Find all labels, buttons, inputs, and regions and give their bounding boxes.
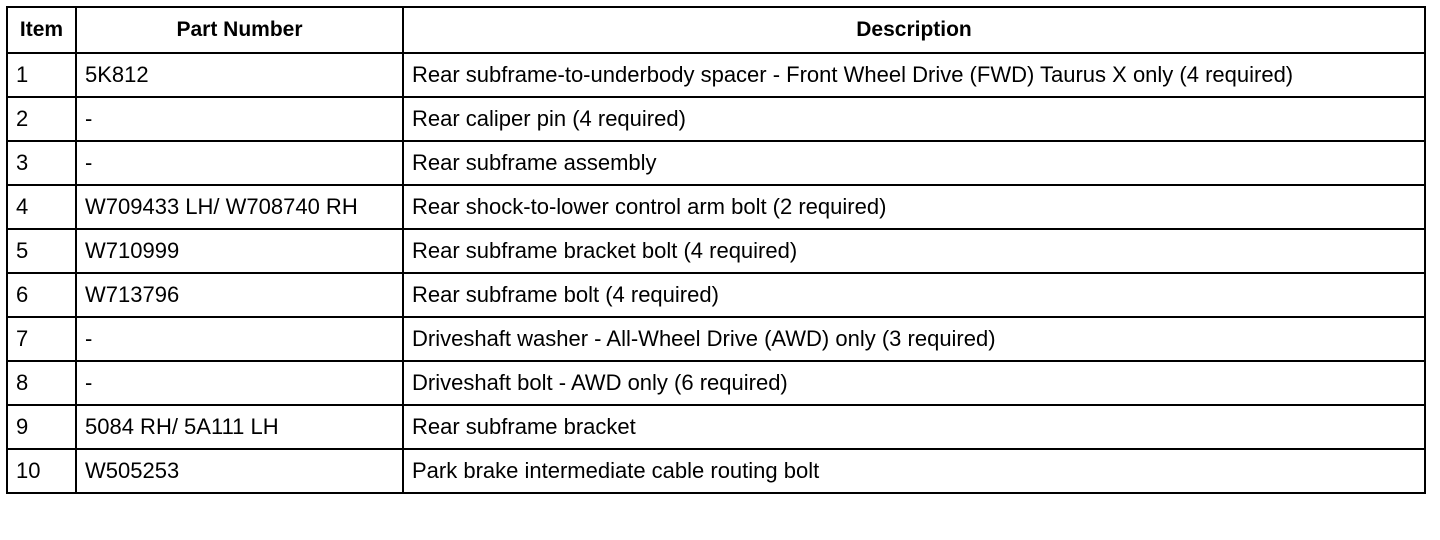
description-cell: Driveshaft washer - All-Wheel Drive (AWD… xyxy=(402,316,1426,362)
part-number-cell: - xyxy=(75,360,404,406)
item-cell: 9 xyxy=(6,404,77,450)
part-number-cell: 5K812 xyxy=(75,52,404,98)
table-row: 3 - Rear subframe assembly xyxy=(6,140,1426,186)
item-cell: 10 xyxy=(6,448,77,494)
item-cell: 1 xyxy=(6,52,77,98)
part-number-cell: W713796 xyxy=(75,272,404,318)
column-header-item: Item xyxy=(6,6,77,54)
header-row: Item Part Number Description xyxy=(6,6,1426,54)
description-cell: Rear subframe bolt (4 required) xyxy=(402,272,1426,318)
column-header-part-number: Part Number xyxy=(75,6,404,54)
part-number-cell: W710999 xyxy=(75,228,404,274)
part-number-cell: 5084 RH/ 5A111 LH xyxy=(75,404,404,450)
table-row: 1 5K812 Rear subframe-to-underbody space… xyxy=(6,52,1426,98)
part-number-cell: - xyxy=(75,140,404,186)
item-cell: 8 xyxy=(6,360,77,406)
table-row: 2 - Rear caliper pin (4 required) xyxy=(6,96,1426,142)
table-row: 9 5084 RH/ 5A111 LH Rear subframe bracke… xyxy=(6,404,1426,450)
part-number-cell: - xyxy=(75,316,404,362)
item-cell: 3 xyxy=(6,140,77,186)
description-cell: Rear subframe-to-underbody spacer - Fron… xyxy=(402,52,1426,98)
item-cell: 7 xyxy=(6,316,77,362)
description-cell: Rear subframe bracket xyxy=(402,404,1426,450)
table-row: 4 W709433 LH/ W708740 RH Rear shock-to-l… xyxy=(6,184,1426,230)
part-number-cell: W505253 xyxy=(75,448,404,494)
description-cell: Rear caliper pin (4 required) xyxy=(402,96,1426,142)
table-row: 5 W710999 Rear subframe bracket bolt (4 … xyxy=(6,228,1426,274)
table-row: 6 W713796 Rear subframe bolt (4 required… xyxy=(6,272,1426,318)
parts-table: Item Part Number Description 1 5K812 Rea… xyxy=(6,6,1426,494)
description-cell: Park brake intermediate cable routing bo… xyxy=(402,448,1426,494)
table-row: 7 - Driveshaft washer - All-Wheel Drive … xyxy=(6,316,1426,362)
item-cell: 4 xyxy=(6,184,77,230)
item-cell: 6 xyxy=(6,272,77,318)
description-cell: Rear subframe bracket bolt (4 required) xyxy=(402,228,1426,274)
description-cell: Driveshaft bolt - AWD only (6 required) xyxy=(402,360,1426,406)
table-row: 8 - Driveshaft bolt - AWD only (6 requir… xyxy=(6,360,1426,406)
parts-table-container: Item Part Number Description 1 5K812 Rea… xyxy=(6,6,1426,494)
part-number-cell: W709433 LH/ W708740 RH xyxy=(75,184,404,230)
part-number-cell: - xyxy=(75,96,404,142)
description-cell: Rear subframe assembly xyxy=(402,140,1426,186)
table-row: 10 W505253 Park brake intermediate cable… xyxy=(6,448,1426,494)
item-cell: 5 xyxy=(6,228,77,274)
description-cell: Rear shock-to-lower control arm bolt (2 … xyxy=(402,184,1426,230)
item-cell: 2 xyxy=(6,96,77,142)
column-header-description: Description xyxy=(402,6,1426,54)
